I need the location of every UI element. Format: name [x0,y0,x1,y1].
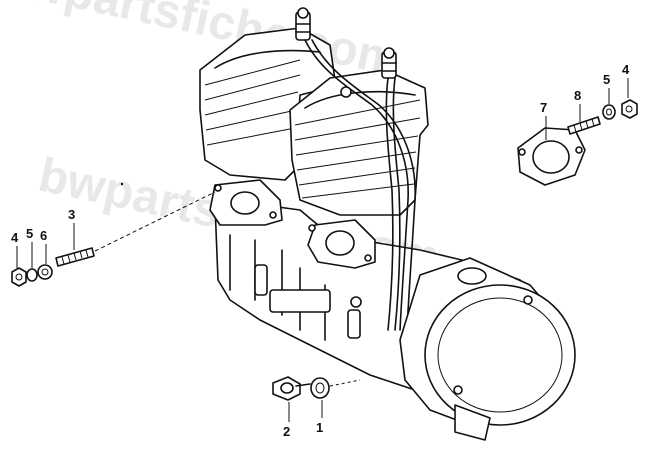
callout-label: 8 [574,88,581,103]
callout-label: 6 [40,228,47,243]
spark-plug-rear [295,7,311,41]
intake-flange-front [307,219,376,269]
intake-washer-5 [26,268,38,282]
exhaust-nut [621,99,638,119]
callout-label: 5 [26,226,33,241]
stray-dot [120,182,124,186]
bottom-bolt [272,376,311,401]
spark-plug-front [381,47,397,79]
callout-label: 4 [11,230,19,245]
ignition-leads [304,39,416,331]
callout-label: 7 [540,100,547,115]
callout-label: 5 [603,72,610,87]
intake-washer-6 [37,264,53,280]
leader-dashed-intake [94,191,216,252]
leader-dashed-bottom [329,379,361,387]
bottom-washer [310,377,330,399]
callouts-intake: 4 5 6 3 [11,207,75,268]
exhaust-washer [602,104,616,120]
engine-assembly [199,7,576,441]
callout-label: 2 [283,424,290,439]
magneto-cover [399,257,576,441]
callout-label: 4 [622,62,630,77]
intake-nut [11,267,27,287]
intake-flange-rear [209,179,283,226]
callouts-bottom: 2 1 [283,400,323,439]
exhaust-stud [567,116,601,135]
exhaust-gasket [517,127,586,186]
callout-label: 3 [68,207,75,222]
intake-stud [55,247,95,267]
callouts-exhaust: 7 8 5 4 [540,62,630,140]
callout-label: 1 [316,420,323,435]
